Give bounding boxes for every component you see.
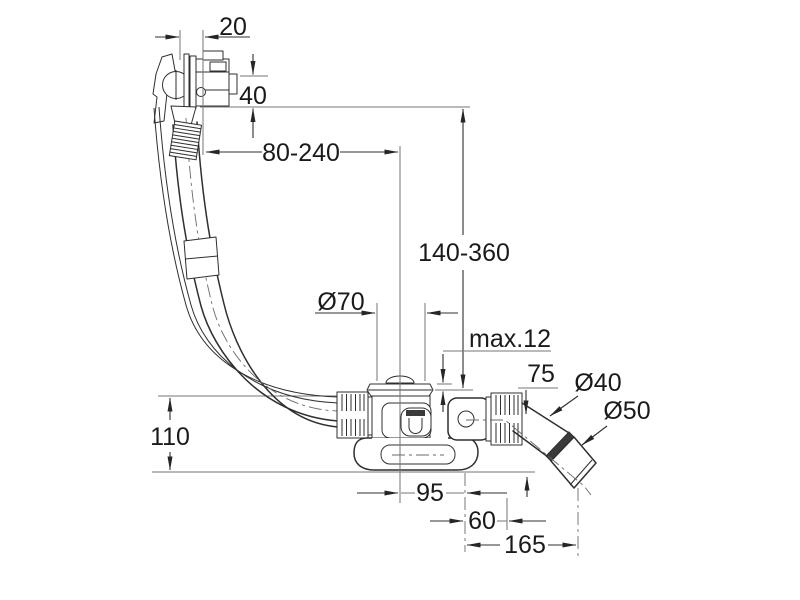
unit-side-knob: [228, 73, 238, 95]
overflow-hose-assembly: [153, 106, 372, 428]
hose-centerline: [185, 117, 372, 412]
dim-40-label: 40: [239, 82, 267, 110]
dimension-lines: [155, 30, 608, 556]
dim-165-label: 165: [504, 531, 546, 559]
dim-95-label: 95: [416, 479, 444, 507]
corrugated-hose: [168, 120, 202, 161]
outlet-sleeve: [550, 436, 597, 489]
trap-inner: [380, 444, 456, 465]
outlet-coupling-nut: [485, 392, 523, 446]
hose-wall: [196, 121, 339, 428]
dim-dia50-label: Ø50: [603, 397, 650, 425]
dim-dia70-label: Ø70: [317, 288, 364, 316]
flange-plate: [189, 55, 197, 109]
dim-max12-label: max.12: [469, 325, 551, 353]
flange-plate: [183, 53, 190, 111]
sleeve-end-ring: [569, 459, 593, 486]
dim-20-label: 20: [219, 13, 247, 41]
trap-bowl: [353, 437, 479, 471]
unit-top-cap: [202, 50, 224, 61]
pull-cable: [153, 107, 339, 398]
cartridge-label: [406, 410, 425, 416]
outlet-centerline: [466, 419, 592, 496]
waste-and-trap: [336, 375, 597, 496]
dimension-labels: 20 40 80-240 140-360 Ø70 max.12 75 Ø40 Ø…: [150, 13, 651, 559]
dim-140-360-label: 140-360: [418, 239, 510, 267]
hose-wall: [172, 124, 339, 422]
dim-75-label: 75: [527, 360, 555, 388]
dim-dia40-label: Ø40: [574, 369, 621, 397]
reference-lines-behind: [152, 395, 535, 473]
cable-screw: [196, 87, 206, 97]
dim-110-label: 110: [150, 423, 190, 451]
dim-80-240-label: 80-240: [262, 139, 340, 167]
plug-symbol: [408, 418, 423, 434]
hose-coupling-nut: [336, 391, 373, 439]
dim-60-label: 60: [468, 507, 496, 535]
overflow-filler-unit: [152, 50, 238, 126]
elbow-boss: [457, 410, 475, 428]
angled-outlet-pipe: [466, 402, 597, 496]
